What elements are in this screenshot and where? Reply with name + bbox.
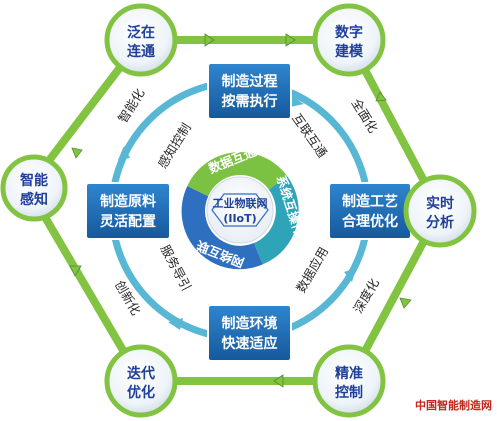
segment-data-interop xyxy=(187,152,287,197)
box-top-line2: 按需执行 xyxy=(222,93,278,110)
node-zhineng-line2: 感知 xyxy=(20,191,48,208)
node-diedai: 迭代 优化 xyxy=(104,344,178,418)
arrow-icon xyxy=(71,147,83,159)
arrow-icon xyxy=(118,146,130,160)
arrow-icon xyxy=(204,33,215,47)
segment-system-interop xyxy=(253,175,299,265)
box-bottom-rect xyxy=(207,304,292,362)
hub-hexagon xyxy=(211,193,269,227)
node-shishi: 实时 分析 xyxy=(403,174,477,248)
node-fanzai: 泛在 连通 xyxy=(104,3,178,77)
hub xyxy=(206,176,274,244)
node-circle xyxy=(0,154,68,222)
node-fanzai-line1: 泛在 xyxy=(127,24,155,41)
arrow-icon xyxy=(69,265,82,277)
ring-label-sensing-control: 感知控制 xyxy=(155,120,194,170)
box-bottom-line2: 快速适应 xyxy=(222,335,278,352)
node-circle xyxy=(104,3,178,77)
arrow-icon xyxy=(344,268,356,282)
arrow-icon xyxy=(375,91,387,102)
node-shishi-line2: 分析 xyxy=(426,214,454,231)
box-bottom: 制造环境 快速适应 xyxy=(207,304,292,362)
node-jingzhun-line1: 精准 xyxy=(335,365,363,382)
arrow-icon xyxy=(399,297,412,309)
hexagon-arrow-icons xyxy=(69,33,412,388)
edge-label-comprehensive: 全面化 xyxy=(349,96,382,136)
hub-subtitle: (IIoT) xyxy=(223,212,256,225)
node-circle xyxy=(312,3,386,77)
box-right: 制造工艺 合理优化 xyxy=(328,182,412,240)
box-left-line2: 灵活配置 xyxy=(100,213,156,230)
node-jingzhun-line2: 控制 xyxy=(335,384,363,401)
arrow-icon xyxy=(273,374,284,388)
box-left-line1: 制造原料 xyxy=(100,193,156,210)
ring-label-service-guide: 服务导引 xyxy=(158,242,195,293)
node-circle xyxy=(403,174,477,248)
box-right-rect xyxy=(328,182,412,240)
node-zhineng: 智能 感知 xyxy=(0,154,68,222)
box-right-line2: 合理优化 xyxy=(342,213,398,230)
node-circle xyxy=(312,344,386,418)
box-top-line1: 制造过程 xyxy=(222,73,278,90)
hub-title: 工业物联网 xyxy=(213,196,268,210)
box-right-line1: 制造工艺 xyxy=(342,193,398,210)
node-circle xyxy=(104,344,178,418)
ring-label-data-apply: 数据应用 xyxy=(293,244,331,295)
node-shuzi: 数字 建模 xyxy=(312,3,386,77)
node-diedai-line2: 优化 xyxy=(127,384,155,401)
arrow-icon xyxy=(285,33,296,47)
box-left-rect xyxy=(85,182,171,240)
node-shuzi-line1: 数字 xyxy=(335,24,363,41)
segment-network-interconnect xyxy=(181,186,263,270)
edge-label-depth: 深度化 xyxy=(350,275,382,315)
arrow-icon xyxy=(168,318,183,330)
center-segments: 工业物联网 (IIoT) 数据互通 系统互操作 网络互联 xyxy=(181,143,307,270)
node-diedai-line1: 迭代 xyxy=(127,365,155,382)
node-jingzhun: 精准 控制 xyxy=(312,344,386,418)
watermark-text: 中国智能制造网 xyxy=(415,398,492,412)
box-top-rect xyxy=(207,62,292,120)
node-shuzi-line2: 建模 xyxy=(335,43,364,60)
node-fanzai-line2: 连通 xyxy=(127,43,155,60)
ring-arrow-icons xyxy=(118,96,356,330)
node-zhineng-line1: 智能 xyxy=(19,172,48,189)
box-left: 制造原料 灵活配置 xyxy=(85,182,171,240)
node-shishi-line1: 实时 xyxy=(426,195,454,212)
edge-label-intelligent: 智能化 xyxy=(115,85,148,125)
arrow-icon xyxy=(290,96,304,107)
box-top: 制造过程 按需执行 xyxy=(207,62,292,120)
box-bottom-line1: 制造环境 xyxy=(222,315,278,332)
